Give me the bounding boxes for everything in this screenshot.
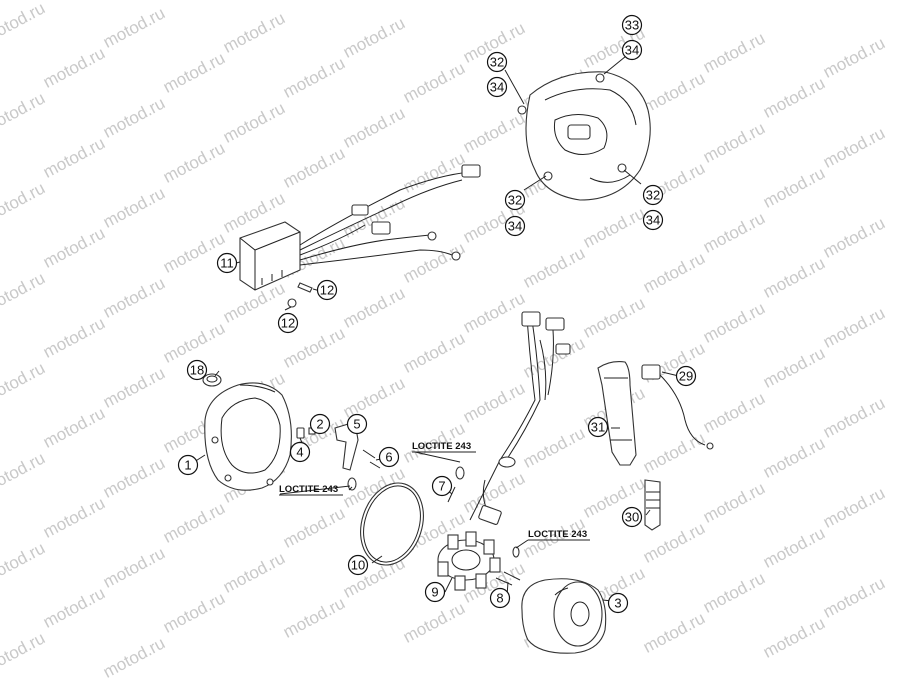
part-number: 2 [316,417,323,432]
part-number: 33 [625,18,639,33]
callout-circle [431,475,453,497]
cdi-unit [239,164,481,291]
part-callout: 12 [316,279,338,301]
callout-circle [216,252,238,274]
callout-circle [504,189,526,211]
callout-circle [621,14,643,36]
part-number: 34 [508,219,522,234]
callout-circle [504,215,526,237]
callout-circle [642,209,664,231]
part-callout: 18 [186,359,208,381]
part-number: 8 [496,591,503,606]
part-callout: 2 [309,413,331,435]
part-callout: 10 [347,554,369,576]
flywheel [521,578,607,654]
part-number: 6 [385,450,392,465]
part-number: 31 [591,420,605,435]
part-number: 34 [490,80,504,95]
part-callout: 5 [346,413,368,435]
part-number: 3 [614,596,621,611]
part-callout: 1 [177,454,199,476]
part-number: 32 [646,188,660,203]
part-callout: 8 [489,587,511,609]
part-number: 29 [679,369,693,384]
callout-circle [489,587,511,609]
part-number: 32 [508,193,522,208]
callout-circle [621,39,643,61]
o-ring [360,482,424,566]
callout-circle [347,554,369,576]
part-callout: 12 [277,312,299,334]
part-callout: 34 [504,215,526,237]
part-number: 10 [351,558,365,573]
part-number: 18 [190,363,204,378]
callout-circle [346,413,368,435]
part-number: 34 [646,213,660,228]
part-number: 12 [281,316,295,331]
callout-circle [309,413,331,435]
callout-circle [186,359,208,381]
part-callout: 34 [621,39,643,61]
callout-circle [486,51,508,73]
callout-circle [486,76,508,98]
part-number: 7 [438,479,445,494]
callout-circle [378,446,400,468]
part-callout: 32 [642,184,664,206]
callout-circle [607,592,629,614]
part-number: 9 [431,585,438,600]
part-number: 5 [353,417,360,432]
part-number: 32 [490,55,504,70]
part-number: 11 [220,256,234,271]
callout-circle [642,184,664,206]
part-number: 1 [184,458,191,473]
part-callout: 4 [289,441,311,463]
bolts-12 [287,282,313,308]
plug-18 [202,373,222,387]
part-callout: 32 [486,51,508,73]
part-callout: 30 [621,506,643,528]
part-number: 4 [296,445,303,460]
part-callout: 6 [378,446,400,468]
loctite-note: LOCTITE 243 [279,484,338,495]
part-callout: 7 [431,475,453,497]
callout-circle [277,312,299,334]
ignition-cover [204,382,292,491]
callout-circle [587,416,609,438]
part-callout: 34 [642,209,664,231]
part-callout: 31 [587,416,609,438]
callout-circle [621,506,643,528]
part-callout: 32 [504,189,526,211]
part-number: 34 [625,43,639,58]
part-callout: 29 [675,365,697,387]
callout-circle [289,441,311,463]
part-callout: 9 [424,581,446,603]
callout-circle [316,279,338,301]
part-number: 12 [320,283,334,298]
loctite-note: LOCTITE 243 [528,529,587,540]
part-number: 30 [625,510,639,525]
part-callout: 34 [486,76,508,98]
loctite-note: LOCTITE 243 [412,441,471,452]
callout-circle [675,365,697,387]
part-callout: 3 [607,592,629,614]
ignition-coil [597,361,714,531]
part-callout: 33 [621,14,643,36]
stator-housing [517,71,651,201]
stator [437,311,571,591]
callout-circle [424,581,446,603]
callout-circle [177,454,199,476]
part-callout: 11 [216,252,238,274]
